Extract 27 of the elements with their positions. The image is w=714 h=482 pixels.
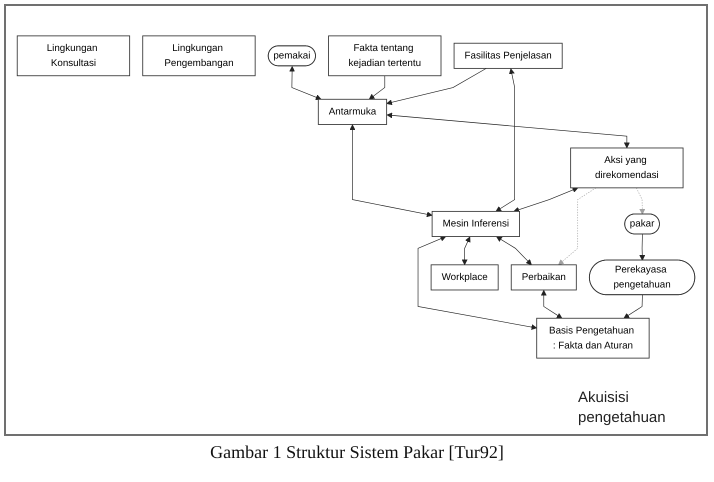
node-box <box>16 35 130 76</box>
arrow <box>558 188 596 266</box>
arrow <box>386 112 630 148</box>
arrow <box>350 124 432 218</box>
arrow <box>462 236 470 266</box>
node-box <box>318 98 388 125</box>
arrow <box>639 234 646 261</box>
arrow <box>514 187 578 212</box>
node-box <box>536 318 650 359</box>
node-box <box>430 264 499 290</box>
arrow <box>418 236 537 330</box>
arrow <box>496 236 532 266</box>
node-box <box>432 210 520 237</box>
arrow <box>496 68 515 212</box>
arrow <box>540 290 562 319</box>
arrow <box>386 68 487 106</box>
node-box <box>454 42 563 69</box>
annotation-text: Akuisisi pengetahuan <box>578 388 667 428</box>
arrow <box>368 75 386 100</box>
arrow <box>289 66 322 100</box>
arrow <box>636 188 646 215</box>
node-box <box>510 264 577 290</box>
node-box <box>328 35 442 76</box>
figure-caption: Gambar 1 Struktur Sistem Pakar [Tur92] <box>210 442 504 462</box>
node-box <box>570 148 684 188</box>
arrow <box>624 294 643 319</box>
node-box <box>142 35 256 76</box>
